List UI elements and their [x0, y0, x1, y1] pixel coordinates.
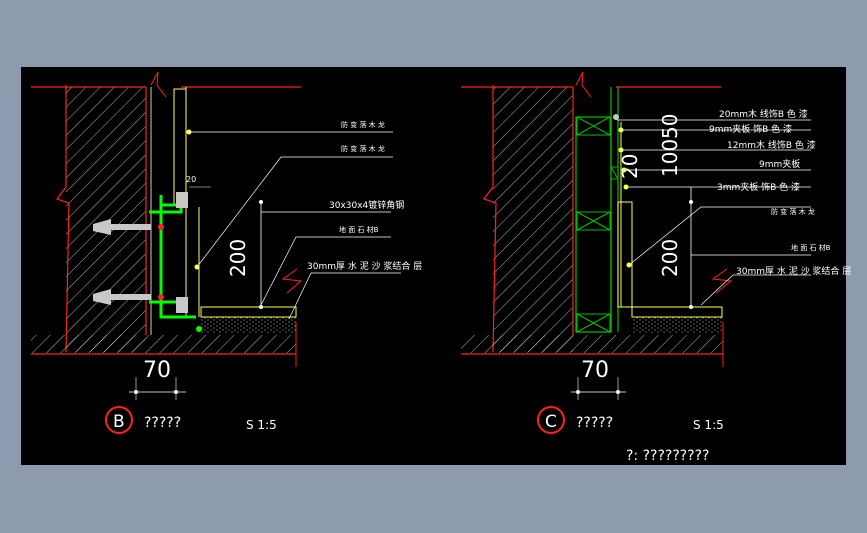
detail-b-floor-hatch: [31, 335, 296, 353]
detail-c-note-7: 地 面 石 材B: [791, 243, 831, 252]
detail-c-note-8: 30mm厚 水 泥 沙 浆结合 层: [736, 265, 851, 277]
detail-b-marker-circle: [105, 406, 133, 434]
detail-b-top-break: [150, 71, 167, 98]
detail-b-leader-5: [288, 272, 401, 320]
detail-b-steel-angle: [159, 195, 196, 319]
detail-b: 20 200 70 防 变 落 木 龙 防 变 落 木 龙 30x30x4镀锌角…: [31, 71, 422, 434]
detail-c-mortar-bed: [632, 317, 722, 333]
detail-b-note-1: 防 变 落 木 龙: [341, 120, 385, 129]
detail-b-note-4: 地 面 石 材B: [339, 225, 379, 234]
detail-b-steel-bracket-top: [149, 203, 183, 214]
detail-b-stone-floor: [200, 306, 297, 318]
detail-b-marker: B: [113, 412, 125, 432]
detail-b-dim-70: 70: [143, 358, 171, 383]
detail-b-title: ?????: [144, 415, 181, 431]
detail-b-bolt-bottom: [176, 297, 188, 313]
detail-c-note-6: 防 变 落 木 龙: [771, 207, 815, 216]
detail-b-wall-break-line: [56, 85, 70, 353]
detail-c-note-3: 12mm木 线饰B 色 漆: [727, 139, 816, 151]
detail-c-wall-hatch: [493, 87, 573, 352]
detail-c-note-2: 9mm夹板 饰B 色 漆: [709, 123, 792, 135]
detail-c-timber-frame: [575, 116, 612, 333]
cad-drawing-canvas: 20 200 70 防 变 落 木 龙 防 变 落 木 龙 30x30x4镀锌角…: [21, 67, 851, 465]
detail-c-blocking: [576, 116, 619, 333]
detail-b-anchor-bottom: [93, 289, 164, 305]
detail-c-leaders: [617, 119, 811, 306]
detail-c-stone-floor: [631, 306, 723, 318]
detail-c-top-break: [575, 71, 592, 98]
detail-c-dim-20: 20: [618, 154, 642, 179]
footnote: ?: ?????????: [626, 448, 709, 464]
detail-c-floor-hatch: [461, 335, 723, 353]
detail-b-leader-2: [196, 156, 393, 268]
detail-b-scale: S 1:5: [246, 418, 277, 432]
detail-c-note-1: 20mm木 线饰B 色 漆: [719, 108, 808, 120]
detail-c-floor-break: [711, 268, 733, 294]
detail-c-scale: S 1:5: [693, 418, 724, 432]
detail-c-dim-50: 50: [658, 114, 682, 139]
detail-b-node: [196, 326, 202, 332]
detail-b-mortar-bed: [201, 317, 296, 333]
cad-drawing: 20 200 70 防 变 落 木 龙 防 变 落 木 龙 30x30x4镀锌角…: [31, 71, 851, 464]
detail-b-note-2: 防 变 落 木 龙: [341, 144, 385, 153]
detail-c-wall-break-line: [483, 85, 497, 353]
detail-b-floor-break: [281, 268, 303, 294]
detail-b-leader-4: [260, 236, 391, 306]
detail-c-dim-200: 200: [658, 239, 682, 277]
detail-b-anchor-top: [93, 219, 164, 235]
detail-b-dim-200: 200: [226, 239, 250, 277]
detail-b-bolt-top: [176, 192, 188, 208]
detail-c-dim-100: 100: [658, 139, 682, 177]
detail-c-note-4: 9mm夹板: [759, 158, 800, 170]
detail-c-note-5: 3mm夹板 饰B 色 漆: [717, 181, 800, 193]
detail-c: 200 20 100 50 70 20mm木 线饰B 色 漆 9mm夹板 饰B …: [461, 71, 851, 464]
detail-c-skirting: [617, 201, 633, 308]
detail-b-dim-20: 20: [186, 175, 196, 184]
detail-b-timber-batten: [173, 88, 187, 206]
detail-b-wall-hatch: [66, 87, 146, 352]
detail-c-marker: C: [545, 412, 557, 432]
detail-c-marker-circle: [537, 406, 565, 434]
detail-c-dim-70: 70: [581, 358, 609, 383]
detail-c-title: ?????: [576, 415, 613, 431]
detail-b-note-3: 30x30x4镀锌角钢: [329, 199, 404, 211]
detail-b-note-5: 30mm厚 水 泥 沙 浆结合 层: [307, 260, 422, 272]
